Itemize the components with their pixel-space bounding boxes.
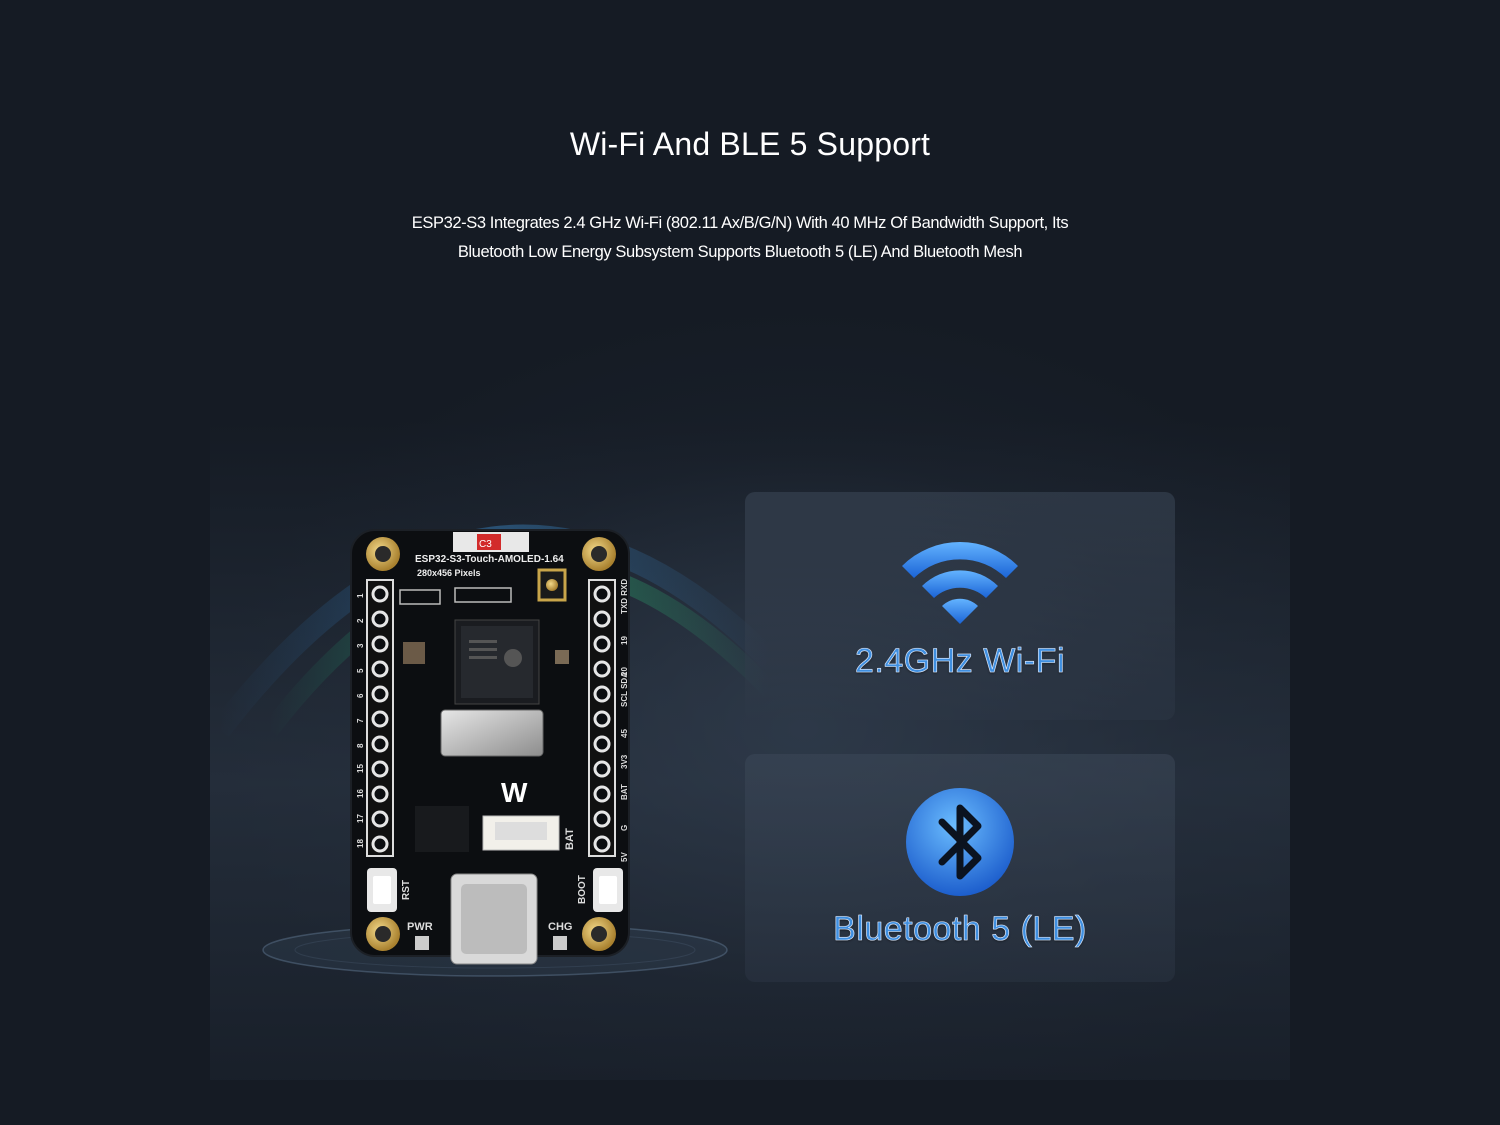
header-pin-hole xyxy=(593,610,611,628)
header-pin-hole xyxy=(371,660,389,678)
header-pin-hole xyxy=(593,810,611,828)
header-pin-hole xyxy=(593,735,611,753)
header-pin-hole xyxy=(371,685,389,703)
header-pin-hole xyxy=(593,660,611,678)
pin-label: TXD RXD xyxy=(620,579,629,614)
header-pin-hole xyxy=(371,735,389,753)
pin-label: G xyxy=(620,825,629,831)
header-pin-hole xyxy=(593,685,611,703)
header-pin-hole xyxy=(371,635,389,653)
bluetooth-icon xyxy=(906,788,1014,896)
page-description: ESP32-S3 Integrates 2.4 GHz Wi-Fi (802.1… xyxy=(360,209,1120,267)
pin-label: 16 xyxy=(356,789,365,798)
pin-label: 18 xyxy=(356,839,365,848)
header-pin-hole xyxy=(371,785,389,803)
pin-label: 7 xyxy=(356,718,365,723)
mounting-holes xyxy=(366,537,616,951)
header-pin-hole xyxy=(371,610,389,628)
pin-label: 3 xyxy=(356,643,365,648)
header-pin-hole xyxy=(593,760,611,778)
pin-label: 19 xyxy=(620,636,629,645)
description-line-1: ESP32-S3 Integrates 2.4 GHz Wi-Fi (802.1… xyxy=(411,214,1069,232)
pin-label: 5V xyxy=(620,852,629,862)
board-boot-label: BOOT xyxy=(577,875,588,904)
header-pin-hole xyxy=(371,760,389,778)
pin-label: 2 xyxy=(356,618,365,623)
pin-label: SCL SDA xyxy=(620,672,629,707)
board-pwr-label: PWR xyxy=(407,921,433,933)
esp32-board: C3 ESP32-S3-Touch-AMOLED-1.64 280x456 Pi… xyxy=(350,529,630,965)
description-line-2: Bluetooth Low Energy Subsystem Supports … xyxy=(457,243,1023,261)
pin-label: 20 xyxy=(620,667,629,676)
pin-label: 8 xyxy=(356,743,365,748)
board-rst-label: RST xyxy=(401,880,412,900)
pin-label: 3V3 xyxy=(620,754,629,769)
wifi-icon xyxy=(902,541,1018,624)
waveshare-logo: W xyxy=(501,777,528,808)
pin-label: 6 xyxy=(356,693,365,698)
header-pin-hole xyxy=(593,585,611,603)
board-resolution: 280x456 Pixels xyxy=(417,568,481,578)
header-pin-hole xyxy=(593,635,611,653)
pin-label: 5 xyxy=(356,668,365,673)
header-pin-hole xyxy=(371,810,389,828)
wifi-feature-label: 2.4GHz Wi-Fi xyxy=(855,642,1065,681)
board-bat-label: BAT xyxy=(564,828,576,850)
pin-label: 17 xyxy=(356,814,365,823)
header-pin-hole xyxy=(371,835,389,853)
wifi-feature-card: 2.4GHz Wi-Fi xyxy=(745,492,1175,720)
header-pin-hole xyxy=(371,710,389,728)
header-pin-hole xyxy=(593,835,611,853)
pin-label: 45 xyxy=(620,729,629,738)
pin-label: BAT xyxy=(620,784,629,800)
page-title: Wi-Fi And BLE 5 Support xyxy=(569,126,931,162)
board-chg-label: CHG xyxy=(548,921,572,933)
bluetooth-feature-label: Bluetooth 5 (LE) xyxy=(833,910,1087,949)
pin-label: 15 xyxy=(356,764,365,773)
pin-label: 1 xyxy=(356,593,365,598)
bluetooth-feature-card: Bluetooth 5 (LE) xyxy=(745,754,1175,982)
board-name: ESP32-S3-Touch-AMOLED-1.64 xyxy=(415,554,564,565)
board-c3-label: C3 xyxy=(479,539,492,550)
header-pin-hole xyxy=(371,585,389,603)
header-pin-hole xyxy=(593,710,611,728)
header-pin-hole xyxy=(593,785,611,803)
